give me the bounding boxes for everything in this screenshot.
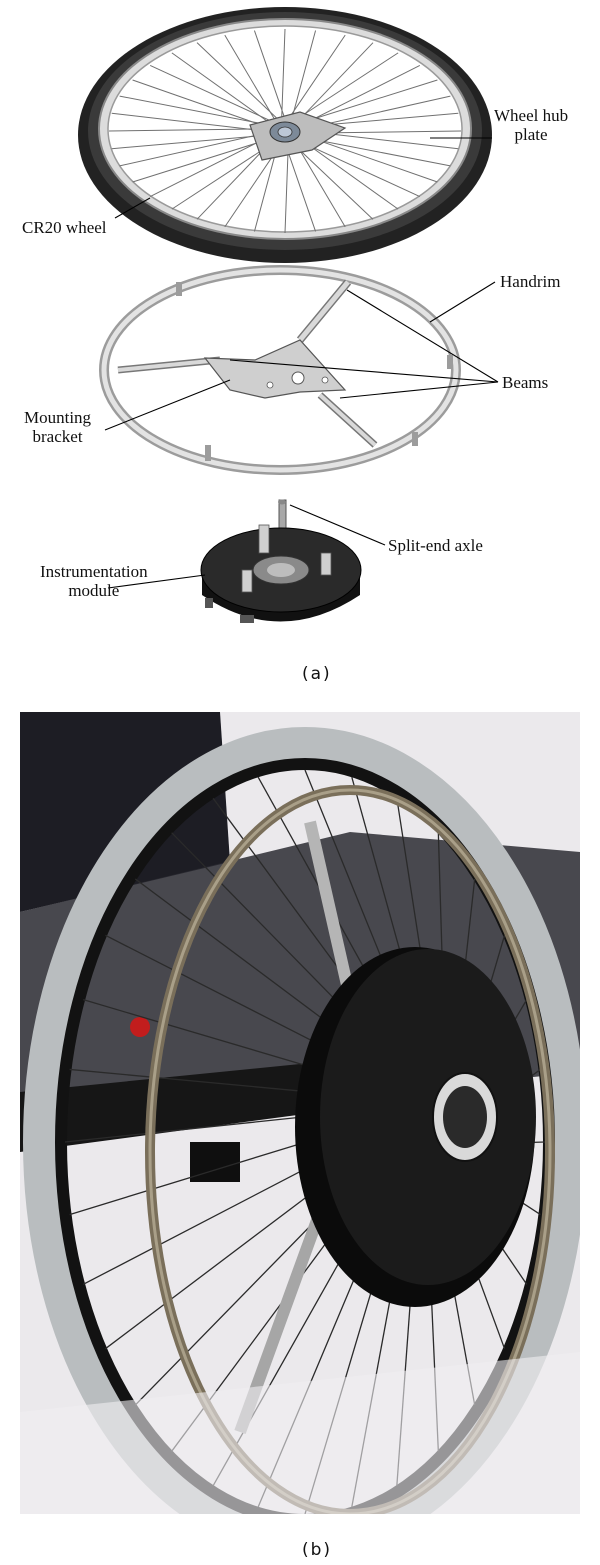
- wheel-spoke: [285, 34, 346, 123]
- mounting-bracket-label: Mounting bracket: [24, 408, 92, 446]
- cr20-wheel-label: CR20 wheel: [22, 218, 107, 237]
- instrumentation-module-drawing: [200, 524, 362, 623]
- wheel-spoke: [294, 79, 438, 126]
- wheel-spoke: [292, 138, 346, 228]
- exploded-diagram: [78, 7, 499, 623]
- split-end-axle-label: Split-end axle: [388, 536, 483, 555]
- wheel-spoke: [290, 52, 399, 124]
- wheel-spoke: [281, 28, 286, 123]
- panel-b-caption: (b): [302, 1540, 333, 1560]
- panel-a-caption: (a): [302, 664, 332, 684]
- wheel-spoke: [196, 42, 282, 123]
- wheel-spoke: [171, 52, 274, 127]
- wheel-spoke: [253, 30, 287, 123]
- wheel-spoke: [283, 139, 317, 232]
- wheel-spoke: [297, 64, 421, 128]
- wheel-spoke: [224, 34, 278, 124]
- wheel-spoke: [119, 95, 274, 127]
- leader-lines: [104, 137, 499, 589]
- wheel-spoke: [111, 134, 273, 150]
- wheel-spoke: [149, 64, 278, 125]
- wheel-spoke: [119, 131, 272, 167]
- wheel-hub-plate-label: Wheel hub plate: [494, 106, 569, 144]
- wheel-spoke: [108, 128, 272, 132]
- handrim-drawing: [99, 265, 461, 475]
- handrim-label: Handrim: [500, 272, 561, 291]
- instrumentation-module-label: Instrumentation module: [40, 562, 148, 600]
- wheel-spoke: [288, 139, 374, 220]
- cr20-wheel-drawing: [78, 7, 492, 263]
- wheel-spoke: [132, 79, 272, 130]
- wheelchair-photo: [20, 712, 580, 1514]
- wheel-spoke: [132, 136, 276, 183]
- wheel-spoke: [290, 30, 317, 123]
- wheel-spoke: [149, 134, 273, 198]
- wheel-spoke: [294, 42, 374, 125]
- beams-label: Beams: [502, 373, 549, 392]
- wheel-spoke: [111, 112, 272, 133]
